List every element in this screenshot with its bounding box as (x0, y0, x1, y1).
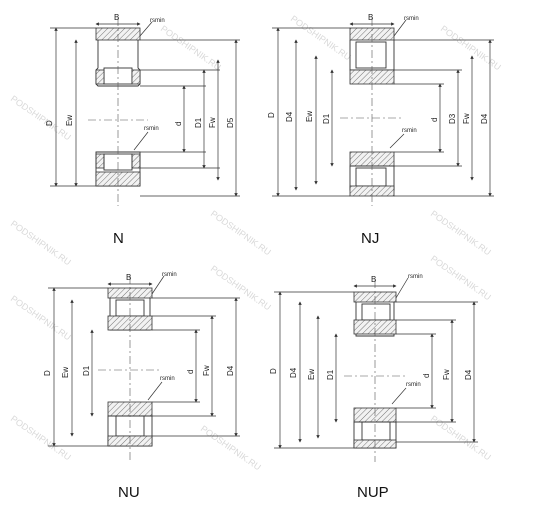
label-rsmin-top: rsmin (162, 272, 177, 278)
label-rsmin-top: rsmin (150, 18, 165, 24)
caption-nu: NU (118, 484, 140, 501)
label-ew: Ew (307, 369, 316, 380)
watermark-text: PODSHIPNIK.RU (9, 218, 73, 267)
label-d-outer: D (269, 368, 278, 374)
label-rsmin-mid: rsmin (160, 376, 175, 382)
label-d4: D4 (285, 111, 294, 122)
watermark-text: PODSHIPNIK.RU (9, 293, 73, 342)
leader-line (393, 19, 407, 37)
label-d3: D3 (448, 113, 457, 124)
label-fw: Fw (202, 365, 211, 376)
flange-top-left (95, 69, 105, 85)
label-rsmin-mid: rsmin (144, 126, 159, 132)
label-ew: Ew (65, 115, 74, 126)
watermark-text: PODSHIPNIK.RU (209, 263, 273, 312)
label-d-outer: D (267, 112, 276, 118)
flange-bottom-right (131, 153, 141, 169)
leader-line (389, 133, 405, 149)
watermark-text: PODSHIPNIK.RU (199, 423, 263, 472)
flange-top-right (131, 69, 141, 85)
watermark-text: PODSHIPNIK.RU (429, 208, 493, 257)
label-fw: Fw (442, 369, 451, 380)
label-d1: D1 (194, 117, 203, 128)
label-d-outer: D (45, 120, 54, 126)
watermark-text: PODSHIPNIK.RU (159, 23, 223, 72)
label-d1: D1 (82, 365, 91, 376)
watermark-text: PODSHIPNIK.RU (9, 93, 73, 142)
watermark-layer: PODSHIPNIK.RU PODSHIPNIK.RU PODSHIPNIK.R… (9, 13, 503, 472)
leader-line (151, 275, 165, 295)
label-d4-right: D4 (464, 369, 473, 380)
label-d4-right: D4 (480, 113, 489, 124)
label-d: d (430, 118, 439, 122)
watermark-text: PODSHIPNIK.RU (429, 413, 493, 462)
watermark-text: PODSHIPNIK.RU (439, 23, 503, 72)
label-b: B (368, 13, 373, 22)
label-d-outer: D (43, 370, 52, 376)
label-d1: D1 (326, 369, 335, 380)
diagram-nu: B rsmin rsmin D Ew D1 d Fw D4 NU (43, 272, 240, 501)
label-b: B (371, 275, 376, 284)
label-d5: D5 (226, 117, 235, 128)
caption-nj: NJ (361, 230, 379, 247)
label-ew: Ew (305, 111, 314, 122)
roller-bottom (361, 421, 391, 441)
label-d4: D4 (226, 365, 235, 376)
diagram-n: B rsmin rsmin D Ew d D1 Fw D5 N (45, 13, 240, 247)
diagram-nup: B rsmin rsmin D D4 Ew D1 d Fw D4 NUP (269, 274, 478, 501)
label-rsmin-mid: rsmin (406, 382, 421, 388)
label-d4: D4 (289, 367, 298, 378)
watermark-text: PODSHIPNIK.RU (9, 413, 73, 462)
watermark-text: PODSHIPNIK.RU (209, 208, 273, 257)
label-d1: D1 (322, 113, 331, 124)
roller-top (361, 303, 391, 321)
roller-top (355, 41, 387, 69)
leader-line (147, 381, 163, 401)
watermark-text: PODSHIPNIK.RU (289, 13, 353, 62)
roller-bottom (355, 167, 387, 187)
label-rsmin-top: rsmin (408, 274, 423, 280)
diagram-nj: B rsmin rsmin D D4 Ew D1 d D3 Fw D4 NJ (267, 13, 494, 247)
watermark-text: PODSHIPNIK.RU (429, 253, 493, 302)
caption-n: N (113, 230, 124, 247)
label-rsmin-top: rsmin (404, 16, 419, 22)
leader-line (133, 131, 149, 151)
label-b: B (114, 13, 119, 22)
leader-line (391, 387, 407, 405)
label-b: B (126, 273, 131, 282)
caption-nup: NUP (357, 484, 389, 501)
flange-bottom-left (95, 153, 105, 169)
roller-bottom (103, 153, 133, 171)
label-d: d (422, 374, 431, 378)
label-fw: Fw (208, 117, 217, 128)
leader-line (139, 21, 153, 37)
leader-line (395, 277, 409, 299)
label-fw: Fw (462, 113, 471, 124)
label-rsmin-mid: rsmin (402, 128, 417, 134)
label-ew: Ew (61, 367, 70, 378)
label-d: d (186, 370, 195, 374)
label-d: d (174, 122, 183, 126)
